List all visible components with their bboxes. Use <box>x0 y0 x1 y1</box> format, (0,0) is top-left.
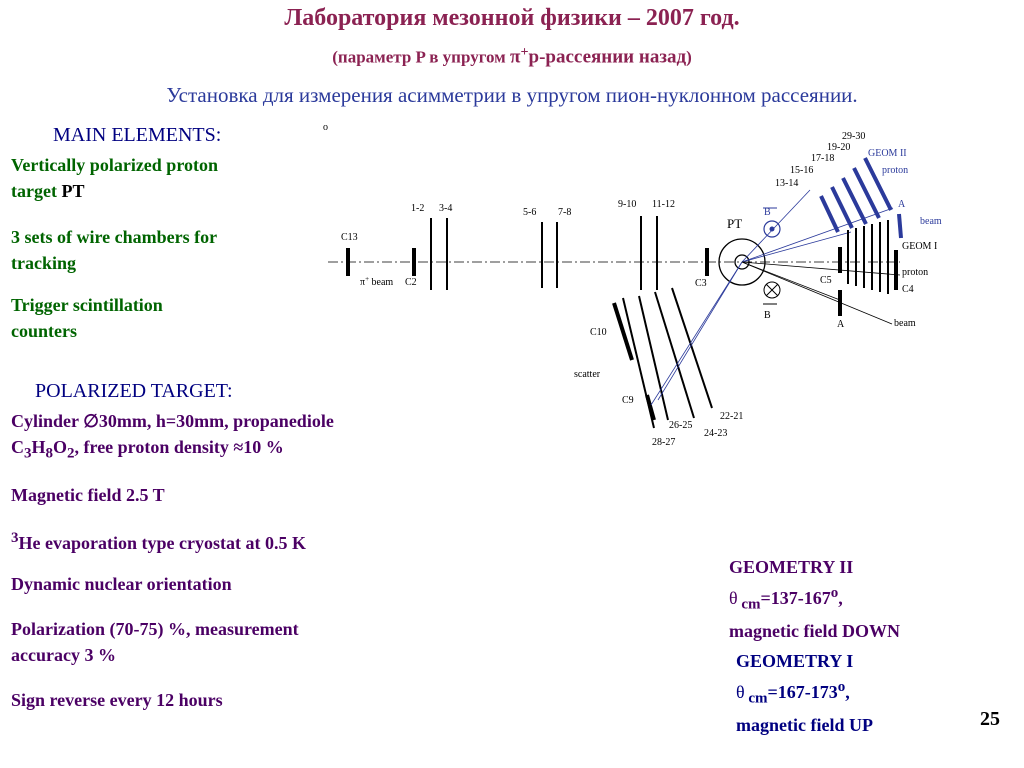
label-19-20: 19-20 <box>827 142 850 153</box>
page-subtitle: (параметр P в упругом π+p-рассеянии наза… <box>332 44 692 68</box>
label-15-16: 15-16 <box>790 165 813 176</box>
label-geom-i: GEOM I <box>902 241 937 252</box>
chamber-29-30 <box>863 157 893 211</box>
label-11-12: 11-12 <box>652 199 675 210</box>
label-proton-top: proton <box>882 165 908 176</box>
chamber-26-25 <box>638 295 669 421</box>
field-up-dot <box>769 226 775 232</box>
label-proton-mid: proton <box>902 267 928 278</box>
polarization-text: Polarization (70-75) %, measurement accu… <box>11 619 299 665</box>
stray-mark: o <box>323 122 328 133</box>
proton-track-mid <box>741 261 901 276</box>
polarized-target-heading: POLARIZED TARGET: <box>35 380 233 402</box>
label-26-25: 26-25 <box>669 420 692 431</box>
label-pi-beam: π+ beam <box>360 275 393 288</box>
field-down-symbol <box>763 281 781 299</box>
magnetic-field-text: Magnetic field 2.5 T <box>11 485 165 505</box>
label-pt: PT <box>727 216 742 231</box>
label-17-18: 17-18 <box>811 153 834 164</box>
page-number: 25 <box>980 708 1000 730</box>
label-1-2: 1-2 <box>411 203 424 214</box>
label-9-10: 9-10 <box>618 199 636 210</box>
label-beam-mid: beam <box>920 216 942 227</box>
label-22-21: 22-21 <box>720 411 743 422</box>
chamber-17-18 <box>841 177 868 225</box>
counter-a-top <box>897 213 903 239</box>
label-beam-bottom: beam <box>894 318 916 329</box>
label-b-up: B <box>764 207 771 218</box>
label-5-6: 5-6 <box>523 207 536 218</box>
field-up-symbol <box>763 220 781 238</box>
label-c13: C13 <box>341 232 358 243</box>
chamber-13-14 <box>819 195 840 233</box>
chamber-19-20 <box>852 167 881 219</box>
proton-track-top <box>741 207 894 263</box>
main-item-target: Vertically polarized proton target PT <box>11 155 218 201</box>
orientation-text: Dynamic nuclear orientation <box>11 574 232 594</box>
beam-track-bottom <box>741 261 893 325</box>
label-c3: C3 <box>695 278 707 289</box>
label-a-bottom: A <box>837 319 845 330</box>
geometry-i-block: GEOMETRY I θ cm=167-173o, magnetic field… <box>736 651 873 735</box>
scatter-track <box>650 261 743 406</box>
geometry-ii-block: GEOMETRY II θ cm=137-167o, magnetic fiel… <box>729 557 900 641</box>
label-geom-ii: GEOM II <box>868 148 907 159</box>
chamber-15-16 <box>830 186 854 229</box>
target-magnet-circle <box>718 238 766 286</box>
label-28-27: 28-27 <box>652 437 675 448</box>
beam-track-mid <box>741 231 852 263</box>
page-title: Лаборатория мезонной физики – 2007 год. <box>284 5 740 31</box>
chamber-22-21 <box>671 287 713 409</box>
sign-reverse-text: Sign reverse every 12 hours <box>11 690 223 710</box>
label-c4: C4 <box>902 284 914 295</box>
label-b-down: B <box>764 310 771 321</box>
target-cylinder-text: Cylinder ∅30mm, h=30mm, propanediole C3H… <box>11 411 334 462</box>
chamber-24-23 <box>654 291 695 419</box>
label-a-top: A <box>898 199 906 210</box>
label-13-14: 13-14 <box>775 178 798 189</box>
label-c2: C2 <box>405 277 417 288</box>
label-scatter: scatter <box>574 369 601 380</box>
main-elements-heading: MAIN ELEMENTS: <box>53 124 222 146</box>
label-7-8: 7-8 <box>558 207 571 218</box>
cryostat-text: 3He evaporation type cryostat at 0.5 K <box>11 530 306 553</box>
label-24-23: 24-23 <box>704 428 727 439</box>
label-c5: C5 <box>820 275 832 286</box>
counter-c9 <box>645 394 656 421</box>
label-c10: C10 <box>590 327 607 338</box>
setup-heading: Установка для измерения асимметрии в упр… <box>166 83 858 107</box>
polarized-target-pt <box>734 254 750 270</box>
counter-c10 <box>612 302 634 361</box>
main-item-scintillation: Trigger scintillation counters <box>11 295 163 341</box>
label-29-30: 29-30 <box>842 131 865 142</box>
label-3-4: 3-4 <box>439 203 452 214</box>
label-c9: C9 <box>622 395 634 406</box>
main-item-wire-chambers: 3 sets of wire chambers for tracking <box>11 227 218 273</box>
